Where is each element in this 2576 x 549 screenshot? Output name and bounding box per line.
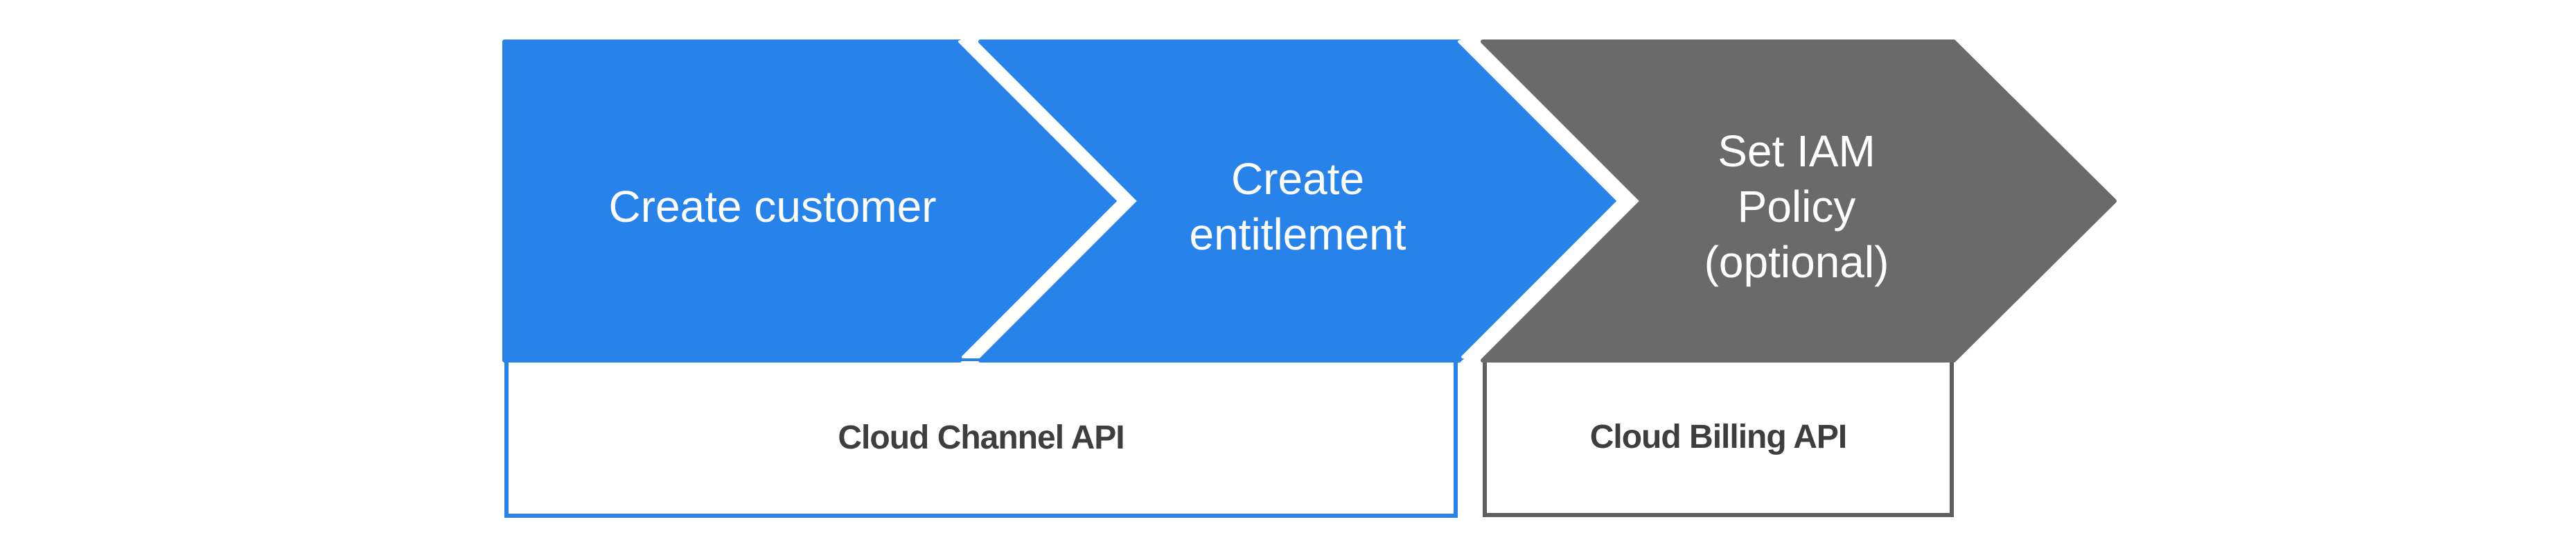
cloud-billing-api-box: Cloud Billing API xyxy=(1483,357,1954,517)
cloud-billing-api-label: Cloud Billing API xyxy=(1589,419,1848,455)
cloud-channel-api-label: Cloud Channel API xyxy=(838,419,1124,456)
chevron-set-iam-policy xyxy=(1481,40,2117,363)
